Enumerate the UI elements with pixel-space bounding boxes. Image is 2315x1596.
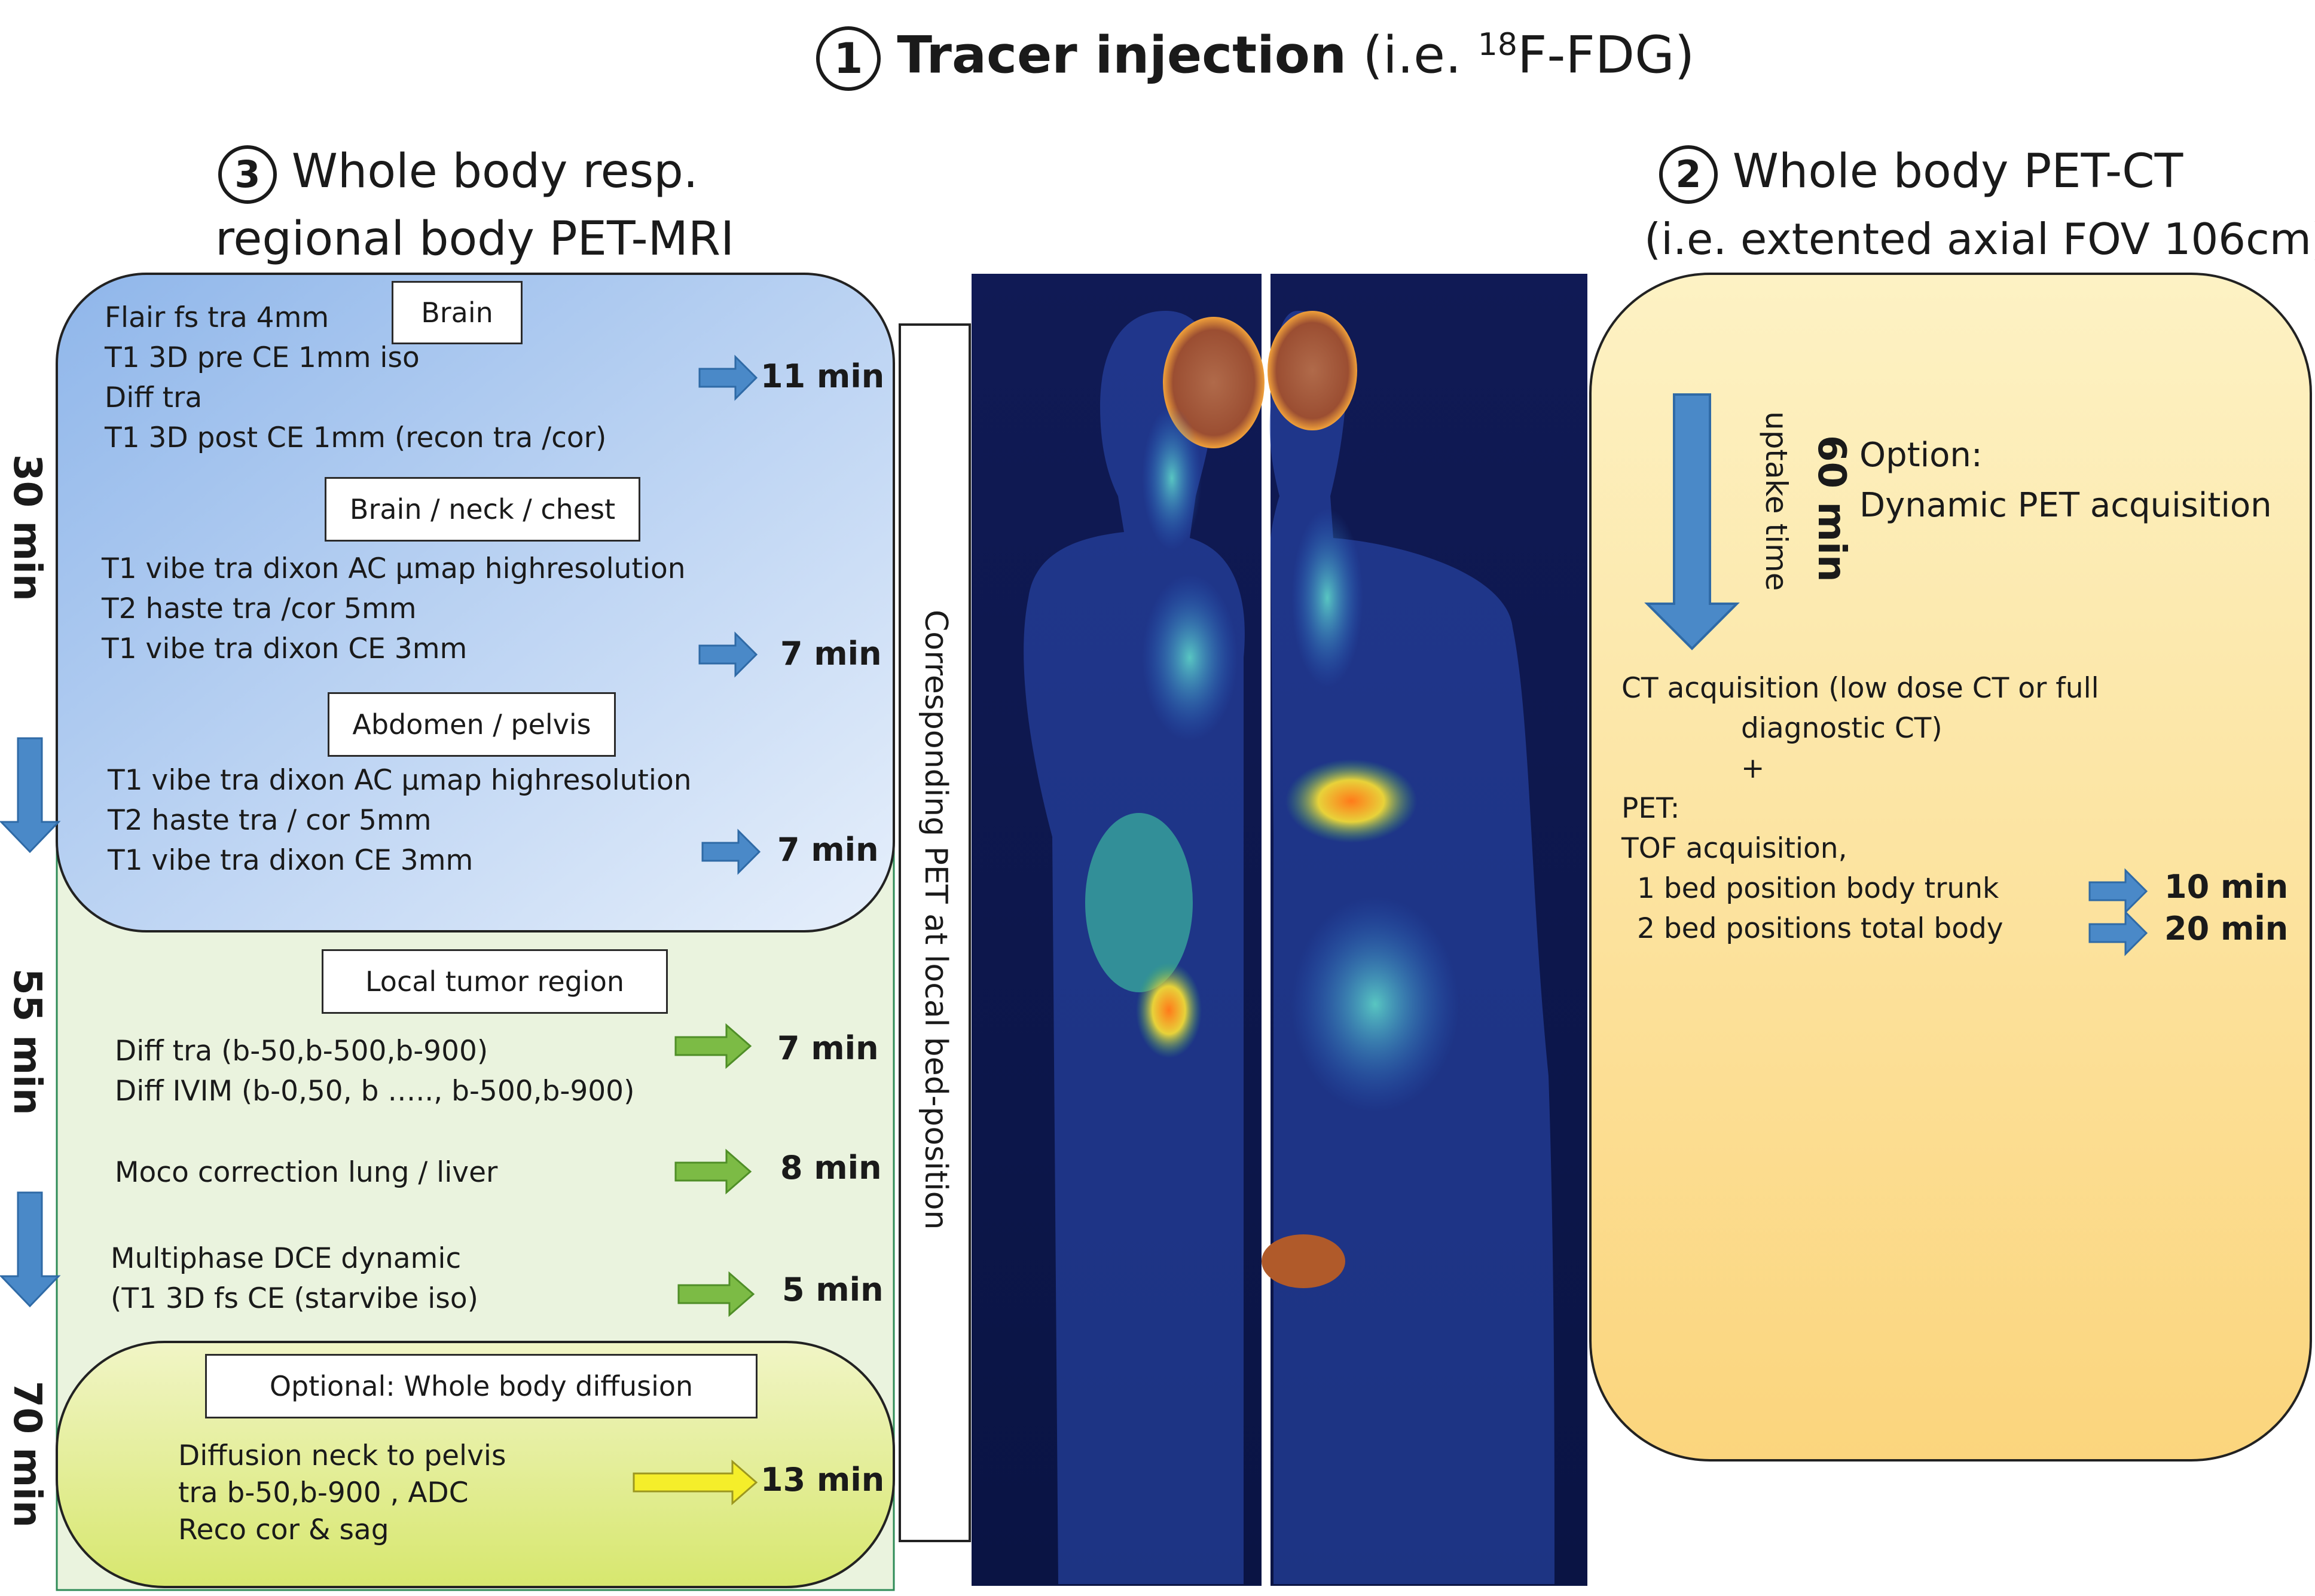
bed2-label: 2 bed positions total body	[1637, 912, 2004, 945]
abdomen-protocol-list: T1 vibe tra dixon AC µmap highresolution…	[108, 760, 692, 880]
pet-mri-heading-line2: regional body PET-MRI	[215, 212, 735, 266]
optional-label: Optional: Whole body diffusion	[205, 1354, 758, 1418]
uptake-label: uptake time	[1759, 411, 1794, 591]
uptake-arrow	[1644, 393, 1740, 650]
abdomen-duration: 7 min	[777, 831, 879, 869]
list-item: T1 3D post CE 1mm (recon tra /cor)	[105, 421, 607, 454]
plus-sign: +	[1741, 752, 1765, 785]
duration-arrows	[633, 354, 2148, 1506]
ct-line2: diagnostic CT)	[1741, 712, 1943, 745]
timeline-55: 55 min	[5, 968, 49, 1115]
brain-duration: 11 min	[761, 357, 885, 395]
brain-label: Brain	[392, 281, 523, 344]
list-item: T2 haste tra /cor 5mm	[102, 592, 417, 625]
title-prefix: (i.e.	[1363, 25, 1478, 85]
brain-protocol-list: Flair fs tra 4mm T1 3D pre CE 1mm iso Di…	[105, 298, 606, 458]
option-line2: Dynamic PET acquisition	[1859, 486, 2272, 525]
optional-list: Diffusion neck to pelvis tra b-50,b-900 …	[178, 1438, 506, 1549]
bed-position-label: Corresponding PET at local bed-position	[918, 610, 954, 1230]
tumor-diff-list: Diff tra (b-50,b-500,b-900) Diff IVIM (b…	[115, 1031, 634, 1111]
uptake-time: 60 min	[1809, 435, 1853, 582]
list-item: Diff tra (b-50,b-500,b-900)	[115, 1035, 488, 1068]
moco-text: Moco correction lung / liver	[115, 1156, 498, 1189]
isotope-mass: 18	[1477, 27, 1517, 63]
list-item: Diff IVIM (b-0,50, b ….., b-500,b-900)	[115, 1075, 635, 1108]
pet-image-left	[972, 274, 1265, 1586]
petct-panel	[1589, 273, 2312, 1462]
neck-protocol-list: T1 vibe tra dixon AC µmap highresolution…	[102, 549, 686, 669]
option-line1: Option:	[1859, 436, 1983, 475]
tof-label: TOF acquisition,	[1621, 832, 1847, 865]
list-item: T1 3D pre CE 1mm iso	[105, 341, 420, 374]
moco-duration: 8 min	[780, 1149, 882, 1187]
step-2-badge: 2	[1659, 145, 1718, 204]
list-item: Reco cor & sag	[178, 1514, 389, 1546]
pet-image-right	[1262, 274, 1587, 1586]
list-item: T1 vibe tra dixon AC µmap highresolution	[102, 552, 686, 585]
dce-duration: 5 min	[782, 1271, 884, 1308]
pet-mri-heading: 3 Whole body resp.	[218, 139, 698, 204]
pet-ct-heading-line1: Whole body PET-CT	[1732, 145, 2183, 198]
ct-line1: CT acquisition (low dose CT or full	[1621, 672, 2099, 705]
timeline-arrow-1	[0, 737, 61, 854]
list-item: tra b-50,b-900 , ADC	[178, 1476, 469, 1509]
list-item: Diff tra	[105, 381, 203, 414]
dce-list: Multiphase DCE dynamic (T1 3D fs CE (sta…	[111, 1239, 478, 1319]
timeline-30: 30 min	[5, 454, 49, 601]
pet-mri-heading-line1: Whole body resp.	[291, 145, 698, 198]
bed1-label: 1 bed position body trunk	[1637, 872, 1999, 905]
list-item: Diffusion neck to pelvis	[178, 1439, 506, 1472]
timeline-70: 70 min	[5, 1381, 49, 1528]
bed-position-bracket	[899, 323, 971, 1542]
title-bold: Tracer injection	[897, 25, 1347, 85]
brain-neck-abdomen-panel	[56, 273, 895, 932]
step-1-badge: 1	[816, 26, 881, 91]
tumor-diff-duration: 7 min	[777, 1029, 879, 1067]
step-3-badge: 3	[218, 145, 277, 204]
optional-duration: 13 min	[761, 1461, 885, 1499]
list-item: T1 vibe tra dixon AC µmap highresolution	[108, 764, 692, 797]
list-item: T1 vibe tra dixon CE 3mm	[108, 844, 474, 877]
abdomen-label: Abdomen / pelvis	[328, 692, 616, 757]
option-block: Option: Dynamic PET acquisition	[1859, 430, 2272, 531]
bed1-duration: 10 min	[2164, 868, 2289, 906]
title-suffix: F-FDG)	[1517, 25, 1695, 85]
neck-label: Brain / neck / chest	[325, 477, 640, 542]
pet-ct-heading: 2 Whole body PET-CT	[1659, 139, 2183, 204]
pet-ct-heading-line2: (i.e. extented axial FOV 106cm)	[1644, 214, 2315, 264]
list-item: Multiphase DCE dynamic	[111, 1242, 462, 1275]
page-title: 1 Tracer injection (i.e. 18F-FDG)	[816, 9, 1694, 91]
tumor-label: Local tumor region	[322, 949, 668, 1014]
neck-duration: 7 min	[780, 635, 882, 672]
list-item: (T1 3D fs CE (starvibe iso)	[111, 1282, 478, 1315]
list-item: T1 vibe tra dixon CE 3mm	[102, 632, 468, 665]
list-item: T2 haste tra / cor 5mm	[108, 804, 432, 837]
pet-label: PET:	[1621, 792, 1680, 825]
bed2-duration: 20 min	[2164, 910, 2289, 947]
list-item: Flair fs tra 4mm	[105, 301, 329, 334]
timeline-arrow-2	[0, 1191, 61, 1308]
